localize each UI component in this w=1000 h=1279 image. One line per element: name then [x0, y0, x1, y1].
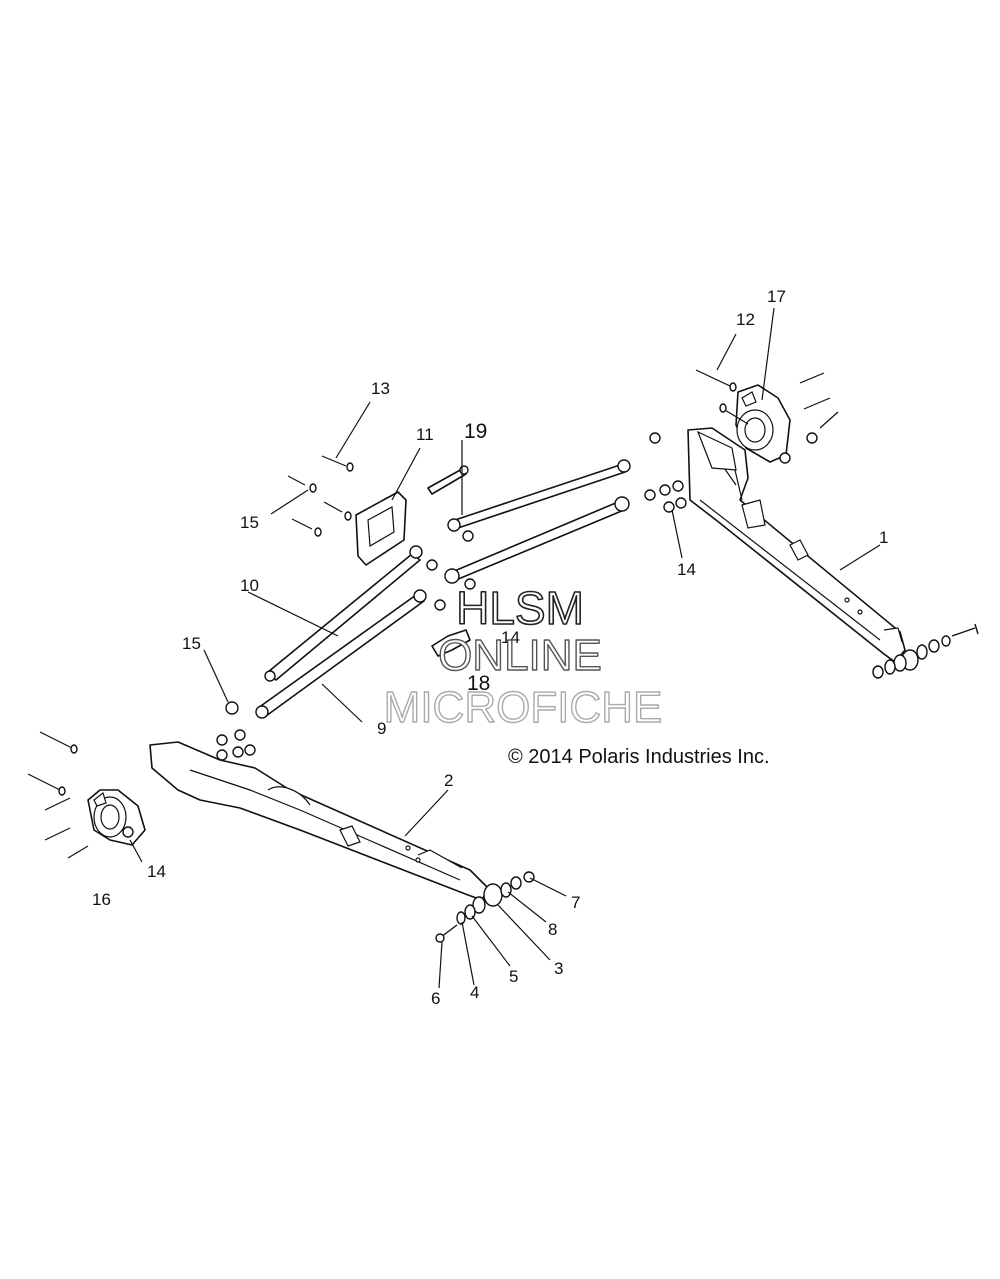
- upper-link-rear: [447, 459, 631, 532]
- callout-15-upper: 15: [240, 513, 259, 532]
- callout-leaders: [129, 307, 881, 989]
- callout-3: 3: [554, 959, 563, 978]
- callouts: 1 2 3 4 5 6 7 8 9 10 11 12 13 14 14 14 1…: [92, 287, 888, 1008]
- center-nuts: [426, 530, 476, 611]
- callout-7: 7: [571, 893, 580, 912]
- knuckle-right: [735, 384, 791, 463]
- callout-9: 9: [377, 719, 386, 738]
- bracket-18: [431, 629, 471, 657]
- callout-14-left: 14: [147, 862, 166, 881]
- callout-4: 4: [470, 983, 479, 1002]
- right-arm-mount-nuts: [644, 432, 687, 513]
- callout-10: 10: [240, 576, 259, 595]
- callout-19: 19: [464, 420, 487, 443]
- upper-link-front: [444, 496, 630, 584]
- callout-16: 16: [92, 890, 111, 909]
- callout-6: 6: [431, 989, 440, 1008]
- watermark-line3: MICROFICHE: [384, 683, 663, 732]
- callout-5: 5: [509, 967, 518, 986]
- callout-2: 2: [444, 771, 453, 790]
- callout-18: 18: [467, 672, 490, 695]
- right-arm-bushing-stack: [872, 623, 979, 679]
- bolts-13-15: [287, 455, 354, 537]
- watermark-line2: ONLINE: [438, 631, 602, 680]
- knuckle-left-bolts: [27, 731, 134, 859]
- callout-1: 1: [879, 528, 888, 547]
- watermark-line1: HLSM: [456, 582, 584, 634]
- callout-14-right: 14: [677, 560, 696, 579]
- link-9: [255, 589, 427, 719]
- callout-13: 13: [371, 379, 390, 398]
- callout-8: 8: [548, 920, 557, 939]
- watermark: HLSM ONLINE MICROFICHE: [383, 581, 663, 733]
- trailing-arm-right: [687, 427, 906, 663]
- copyright-notice: © 2014 Polaris Industries Inc.: [508, 746, 770, 768]
- callout-15-lower: 15: [182, 634, 201, 653]
- trailing-arm-left: [149, 741, 489, 901]
- link-10: [264, 545, 423, 682]
- knuckle-left: [87, 789, 146, 846]
- left-arm-mount-nuts: [216, 701, 256, 761]
- left-arm-bushing-stack: [435, 871, 535, 943]
- knuckle-right-bolts: [695, 369, 839, 464]
- mount-bracket-11: [355, 491, 407, 566]
- callout-12: 12: [736, 310, 755, 329]
- callout-14-center: 14: [501, 628, 520, 647]
- callout-17: 17: [767, 287, 786, 306]
- callout-11: 11: [416, 425, 434, 444]
